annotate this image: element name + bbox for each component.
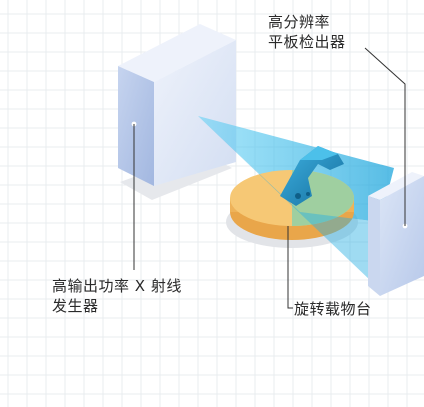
detector-label-line-2: 平板检出器 [268, 33, 346, 51]
flat-panel-detector [368, 172, 424, 296]
xray-source [118, 24, 236, 186]
source-label-line-1: 高输出功率 X 射线 [52, 277, 182, 295]
detector-label-line-1: 高分辨率 [268, 13, 331, 31]
stage-label: 旋转载物台 [294, 300, 372, 318]
sample-part [280, 146, 344, 206]
detector-label: 高分辨率 平板检出器 [268, 12, 346, 52]
source-label-line-2: 发生器 [52, 297, 99, 315]
leader-lines [133, 47, 406, 309]
xray-beam-lower [198, 116, 380, 282]
source-label: 高输出功率 X 射线 发生器 [52, 276, 182, 316]
